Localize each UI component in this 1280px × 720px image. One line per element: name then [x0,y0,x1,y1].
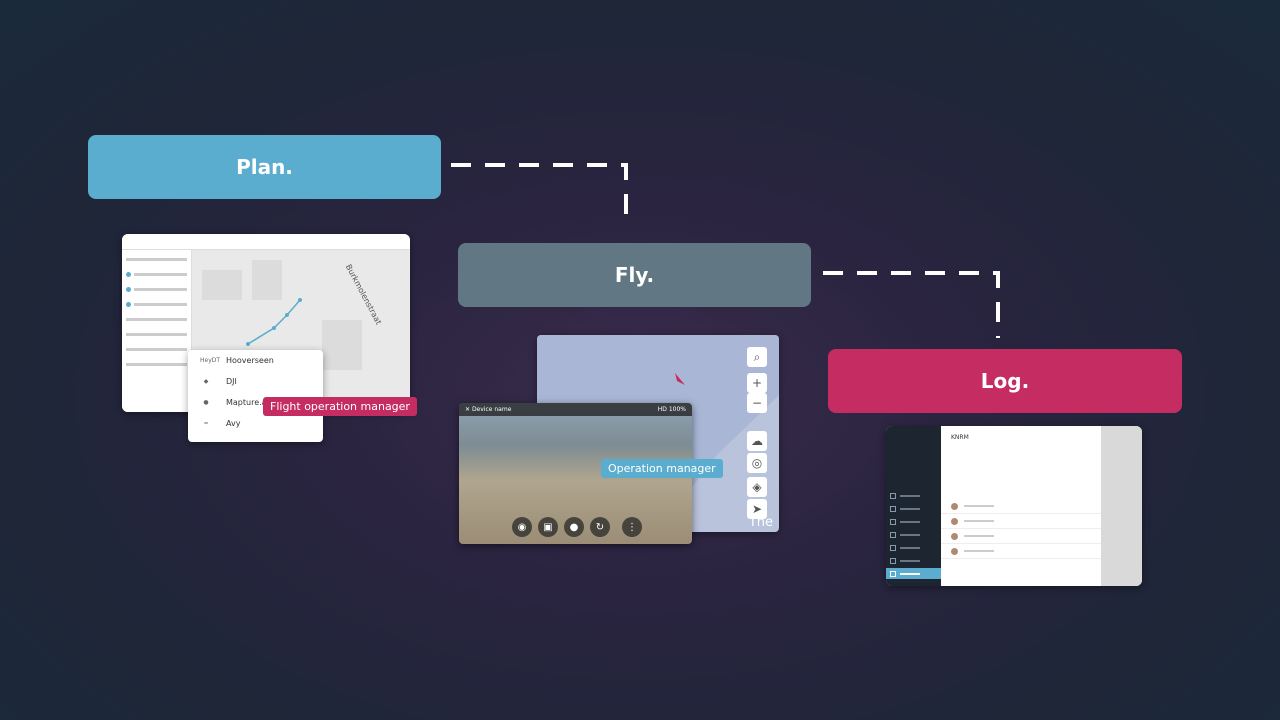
dji-logo-icon: ◆ [203,378,209,385]
weather-icon[interactable]: ☁ [747,431,767,451]
log-sidebar-active-item[interactable] [886,568,941,579]
video-controls: ◉ ▣ ● ↻ ⋮ [512,517,642,537]
log-sidebar [886,426,941,586]
hd-indicator: HD [657,406,667,413]
log-title: KNRM [951,434,969,441]
plan-map: Burkmolenstraat [192,250,410,412]
avy-logo-icon: ≈ [203,420,209,427]
log-screenshot: KNRM [886,426,1142,586]
dropdown-item-mapture[interactable]: ● Mapture.ai [188,392,323,413]
layers-icon[interactable]: ◈ [747,477,767,497]
plan-sidebar [122,250,192,412]
table-row[interactable] [941,529,1101,544]
globe-icon[interactable]: ◎ [747,453,767,473]
dropdown-item-hooverseen[interactable]: HeyDT Hooverseen [200,356,274,365]
log-main-panel: KNRM [941,426,1101,586]
table-row[interactable] [941,544,1101,559]
close-icon[interactable]: ✕ [465,406,472,413]
device-name: Device name [471,406,512,413]
navigate-icon[interactable]: ➤ [747,499,767,519]
eye-icon[interactable]: ◉ [512,517,532,537]
zoom-in-button[interactable]: + [747,373,767,393]
zoom-out-button[interactable]: − [747,393,767,413]
heydt-logo-icon: HeyDT [200,357,221,364]
more-options-icon[interactable]: ⋮ [622,517,642,537]
video-status-bar: ✕ Device name HD 100% [459,403,692,416]
fly-stage-button[interactable]: Fly. [458,243,811,307]
log-stage-button[interactable]: Log. [828,349,1182,413]
table-row[interactable] [941,514,1101,529]
map-text: The [748,515,773,530]
camera-icon[interactable]: ▣ [538,517,558,537]
flight-path [202,260,362,370]
log-right-panel [1101,426,1142,586]
dropdown-item-avy[interactable]: ≈ Avy [188,413,323,434]
drone-provider-dropdown[interactable]: HeyDT Hooverseen ◆ DJI ● Mapture.ai ≈ Av… [188,350,323,442]
flight-operation-manager-tag: Flight operation manager [263,397,417,416]
plan-topbar [122,234,410,250]
dropdown-item-dji[interactable]: ◆ DJI [188,371,323,392]
rotate-icon[interactable]: ↻ [590,517,610,537]
table-row[interactable] [941,499,1101,514]
record-button[interactable]: ● [564,517,584,537]
operation-manager-tag: Operation manager [601,459,723,478]
plan-stage-button[interactable]: Plan. [88,135,441,199]
map-search-icon[interactable]: ⌕ [747,347,767,367]
battery-level: 100% [668,406,686,413]
mapture-logo-icon: ● [203,399,209,406]
